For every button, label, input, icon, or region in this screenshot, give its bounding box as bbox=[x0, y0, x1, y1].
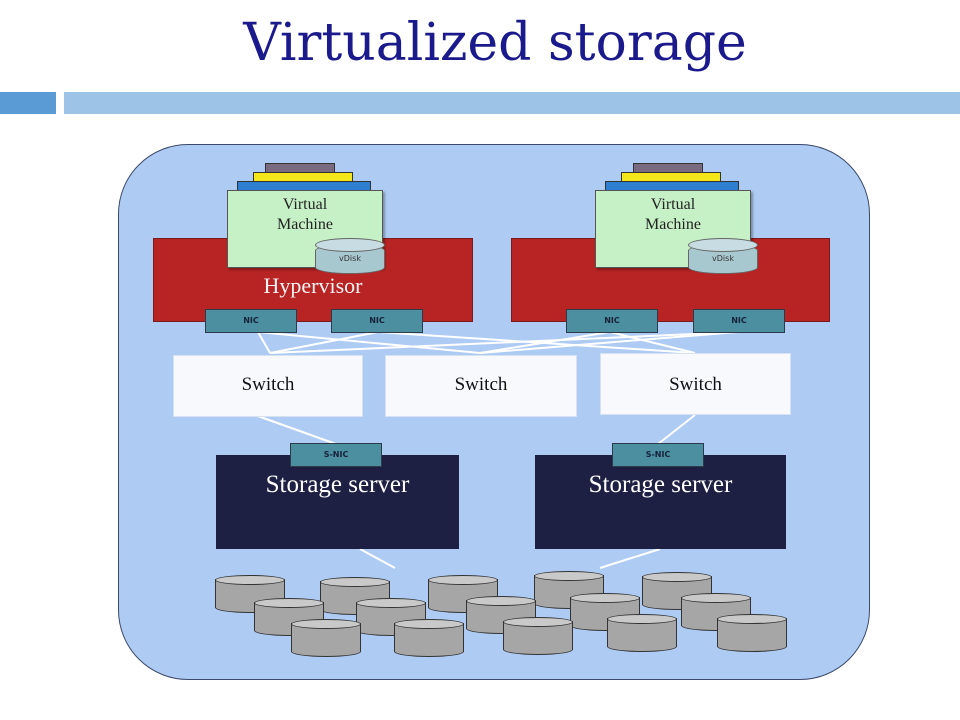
storage-server-1[interactable]: Storage server bbox=[216, 455, 459, 549]
disk-icon bbox=[717, 614, 787, 654]
link-nic4-switch1 bbox=[269, 331, 739, 354]
link-server1-disks bbox=[359, 548, 396, 569]
switch-2[interactable]: Switch bbox=[385, 355, 577, 417]
vdisk-top bbox=[315, 238, 385, 252]
vdisk-label: vDisk bbox=[339, 254, 361, 263]
link-server2-disks bbox=[599, 548, 661, 569]
link-nic4-switch2 bbox=[479, 331, 739, 354]
hypervisor-1: Hypervisor bbox=[153, 238, 473, 322]
title-accent-bar-left bbox=[0, 92, 56, 114]
nic-2[interactable]: NIC bbox=[331, 309, 423, 333]
s-nic-2[interactable]: S-NIC bbox=[612, 443, 704, 467]
link-nic2-switch3 bbox=[377, 331, 696, 354]
link-nic1-switch1 bbox=[257, 331, 271, 354]
disk-icon bbox=[534, 571, 604, 611]
link-nic2-switch1 bbox=[269, 331, 379, 354]
vm-label-line2: Machine bbox=[645, 216, 701, 233]
link-nic1-switch2 bbox=[257, 331, 481, 354]
nic-4[interactable]: NIC bbox=[693, 309, 785, 333]
switch-3[interactable]: Switch bbox=[600, 353, 791, 415]
nic-switch-links bbox=[257, 331, 739, 354]
switch-server-links bbox=[254, 414, 696, 569]
link-switch3-snic2 bbox=[657, 414, 696, 445]
vm-label-line2: Machine bbox=[277, 216, 333, 233]
vm-label: Virtual Machine bbox=[596, 195, 750, 235]
title-accent-bar-right bbox=[64, 92, 960, 114]
link-switch1-snic1 bbox=[254, 414, 337, 445]
disk-icon bbox=[394, 619, 464, 659]
nic-1[interactable]: NIC bbox=[205, 309, 297, 333]
vdisk-1[interactable]: vDisk bbox=[315, 238, 385, 276]
s-nic-1[interactable]: S-NIC bbox=[290, 443, 382, 467]
storage-server-2[interactable]: Storage server bbox=[535, 455, 786, 549]
virtual-machine-2[interactable]: Virtual Machine bbox=[595, 190, 751, 268]
vm-label-line1: Virtual bbox=[650, 196, 696, 213]
disk-icon bbox=[503, 617, 573, 657]
disk-icon bbox=[607, 614, 677, 654]
vm-label-line1: Virtual bbox=[282, 196, 328, 213]
vdisk-top bbox=[688, 238, 758, 252]
vm-label: Virtual Machine bbox=[228, 195, 382, 235]
vdisk-label: vDisk bbox=[712, 254, 734, 263]
hypervisor-label: Hypervisor bbox=[263, 273, 363, 298]
nic-3[interactable]: NIC bbox=[566, 309, 658, 333]
disk-icon bbox=[291, 619, 361, 659]
link-nic3-switch2 bbox=[479, 331, 611, 354]
switch-1[interactable]: Switch bbox=[173, 355, 363, 417]
link-nic3-switch3 bbox=[609, 331, 696, 354]
vdisk-2[interactable]: vDisk bbox=[688, 238, 758, 276]
page-title: Virtualized storage bbox=[243, 13, 747, 73]
